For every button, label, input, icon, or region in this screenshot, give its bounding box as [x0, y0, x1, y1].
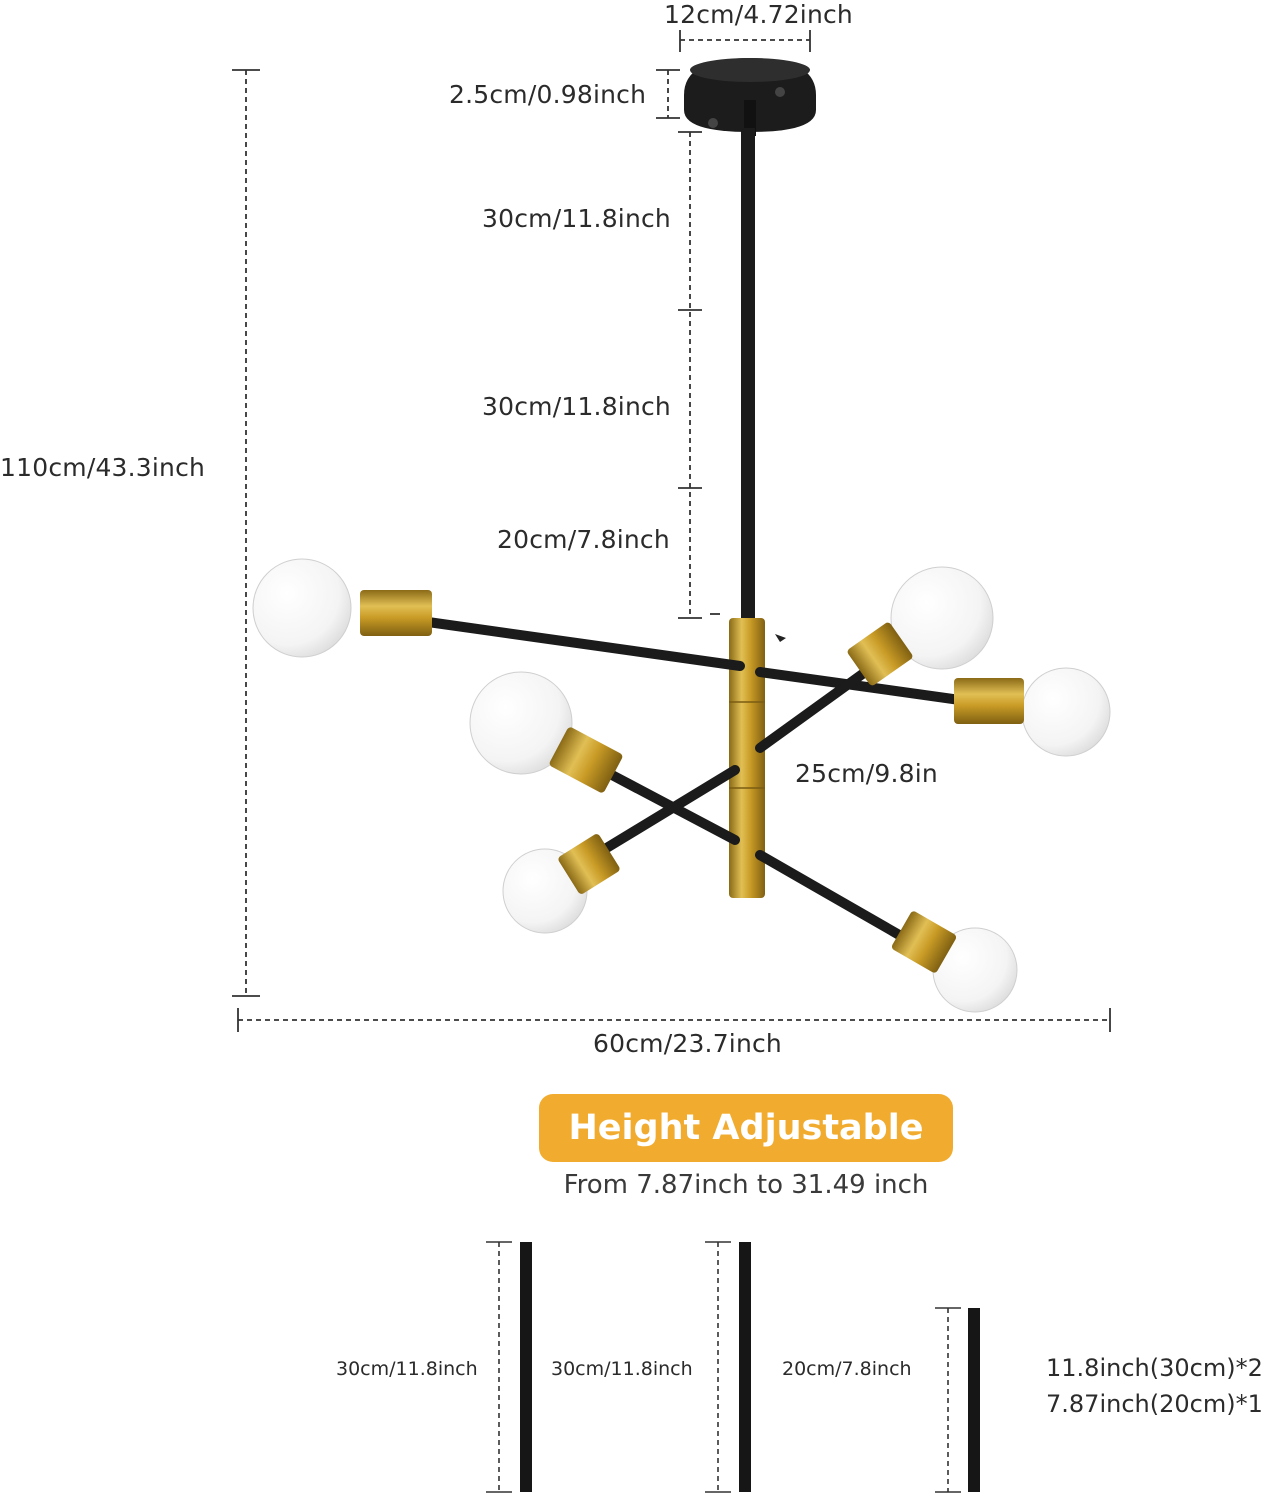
rod-2-label: 30cm/11.8inch: [482, 392, 671, 421]
badge-title: Height Adjustable: [568, 1108, 924, 1148]
bulb-upper-right: [847, 566, 994, 686]
spare-rods: [520, 1242, 980, 1492]
bulb-far-right: [954, 667, 1111, 757]
bulb-lower-left: [502, 834, 620, 934]
rod-1-label: 30cm/11.8inch: [482, 204, 671, 233]
total-height-label: 110cm/43.3inch: [0, 453, 206, 482]
canopy: [684, 58, 816, 136]
rod-c-label: 20cm/7.8inch: [782, 1358, 912, 1380]
canopy-height-label: 2.5cm/0.98inch: [449, 80, 647, 109]
rod-b: [739, 1242, 751, 1492]
bulb-left: [252, 558, 432, 658]
rod-a: [520, 1242, 532, 1492]
rod-a-label: 30cm/11.8inch: [336, 1358, 478, 1380]
rod-b-label: 30cm/11.8inch: [551, 1358, 693, 1380]
spare-rod-dimensions: [486, 1241, 961, 1493]
canopy-diameter-label: 12cm/4.72inch: [664, 0, 853, 29]
arms: [423, 617, 965, 945]
bulb-mid-left: [469, 671, 623, 793]
bulb-lower-right: [891, 911, 1018, 1013]
rod-3-label: 20cm/7.8inch: [497, 525, 670, 554]
arrow-marker: [775, 634, 786, 642]
total-width-label: 60cm/23.7inch: [593, 1029, 782, 1058]
rod-qty-line-1: 11.8inch(30cm)*2: [1046, 1354, 1263, 1382]
dimension-lines: [232, 30, 1111, 1032]
down-rod: [741, 128, 755, 623]
center-body: [729, 618, 765, 898]
rod-qty-line-2: 7.87inch(20cm)*1: [1046, 1390, 1263, 1418]
badge-subtitle: From 7.87inch to 31.49 inch: [563, 1170, 929, 1200]
rod-c: [968, 1308, 980, 1492]
height-adjustable-badge: Height Adjustable: [539, 1094, 953, 1162]
arm-length-label: 25cm/9.8in: [795, 759, 938, 788]
